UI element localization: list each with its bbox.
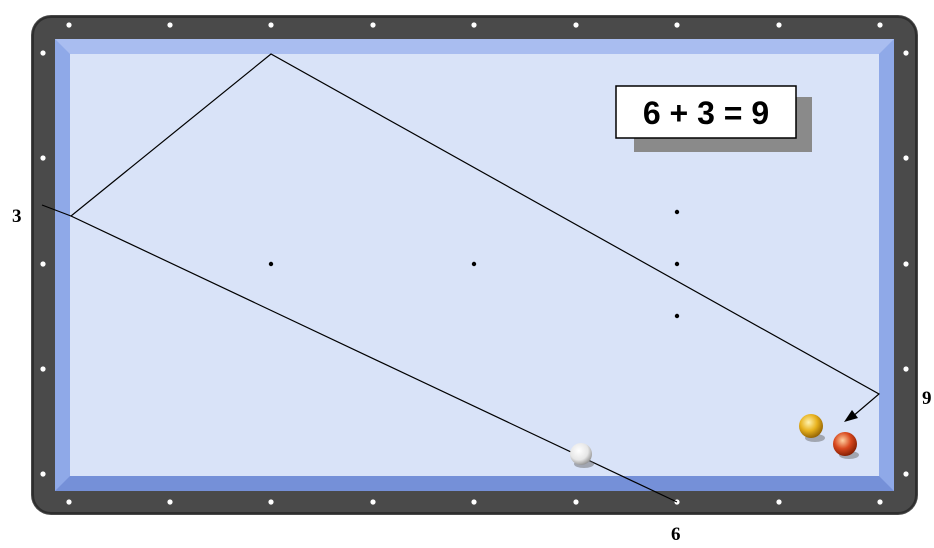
arrow-head bbox=[844, 410, 858, 422]
red-object-ball bbox=[833, 432, 859, 459]
right-rail-label: 9 bbox=[922, 388, 932, 409]
ball-path bbox=[69, 53, 881, 503]
left-rail-label: 3 bbox=[12, 206, 22, 227]
yellow-object-ball bbox=[799, 414, 825, 442]
aim-line bbox=[41, 204, 72, 217]
formula-box: 6 + 3 = 9 bbox=[615, 85, 812, 152]
bottom-rail-label: 6 bbox=[671, 524, 681, 543]
formula-text: 6 + 3 = 9 bbox=[643, 95, 769, 131]
rail-diamonds bbox=[40, 22, 909, 505]
table-spots bbox=[268, 209, 680, 319]
cue-ball bbox=[570, 443, 594, 468]
